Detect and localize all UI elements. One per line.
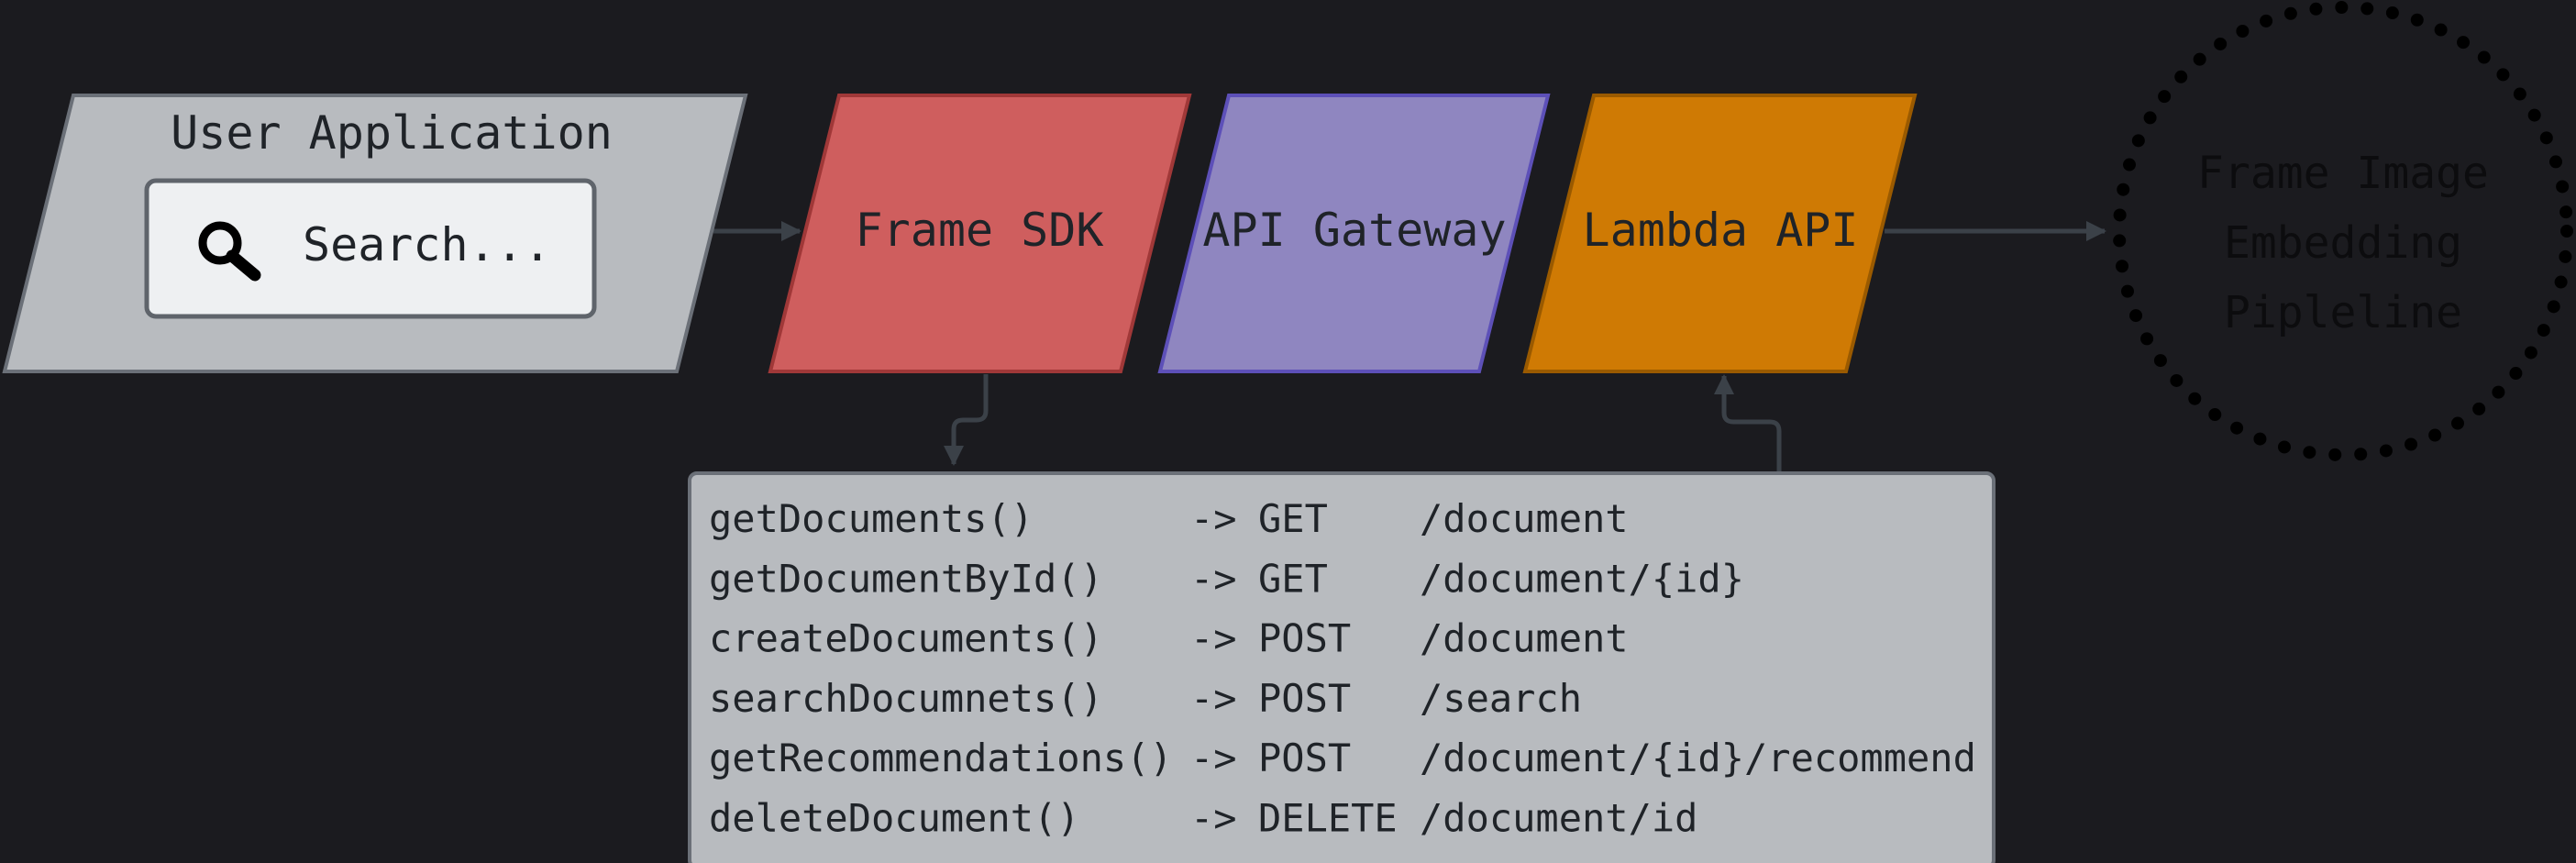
endpoint-method: DELETE <box>1258 796 1398 841</box>
endpoint-path: /search <box>1420 676 1582 721</box>
endpoint-arrow: -> <box>1190 556 1237 601</box>
endpoint-row: deleteDocument() -> DELETE/document/id <box>709 796 1697 841</box>
endpoint-method: GET <box>1258 556 1328 601</box>
endpoint-row: createDocuments() -> POST/document <box>709 616 1629 661</box>
frame-sdk-label: Frame SDK <box>856 204 1104 257</box>
endpoint-path: /document/{id}/recommend <box>1420 736 1976 780</box>
endpoint-path: /document/id <box>1420 796 1697 841</box>
endpoint-function: deleteDocument() <box>709 796 1080 841</box>
endpoint-box-frame <box>688 471 1996 863</box>
endpoint-arrow: -> <box>1190 676 1237 721</box>
frame-sdk-shape <box>768 94 1192 373</box>
endpoint-method: POST <box>1258 736 1351 780</box>
endpoint-function: searchDocumnets() <box>709 676 1103 721</box>
lambda-api-label: Lambda API <box>1582 204 1858 257</box>
frame-sdk-node: Frame SDK <box>768 94 1192 373</box>
api-gateway-label: API Gateway <box>1202 204 1506 257</box>
pipeline-dotted-circle <box>2113 1 2573 461</box>
endpoint-row: searchDocumnets() -> POST/search <box>709 676 1582 721</box>
embedding-pipeline-node: Frame Image Embedding Pipleline <box>2113 1 2573 461</box>
user-application-node: User Application Search... <box>2 94 748 373</box>
pipeline-label-line-3: Pipleline <box>2224 287 2462 338</box>
endpoint-method: GET <box>1258 496 1328 541</box>
endpoint-method: POST <box>1258 676 1351 721</box>
endpoint-mapping-box: getDocuments() -> GET/document getDocumentB… <box>688 471 1996 863</box>
endpoint-path: /document <box>1420 496 1629 541</box>
search-box-frame[interactable] <box>144 178 597 319</box>
search-box[interactable]: Search... <box>144 178 597 319</box>
endpoint-function: getRecommendations() <box>709 736 1173 780</box>
endpoint-method: POST <box>1258 616 1351 661</box>
api-gateway-node: API Gateway <box>1157 94 1551 373</box>
lambda-api-shape <box>1522 94 1918 373</box>
endpoint-path: /document/{id} <box>1420 556 1744 601</box>
lambda-api-node: Lambda API <box>1522 94 1918 373</box>
endpoint-arrow: -> <box>1190 616 1237 661</box>
endpoint-row: getRecommendations() -> POST/document/{id}… <box>709 736 1976 780</box>
endpoint-row: getDocuments() -> GET/document <box>709 496 1629 541</box>
endpoint-path: /document <box>1420 616 1629 661</box>
connector-endpoints-to-lambda <box>1714 374 1782 471</box>
endpoint-function: createDocuments() <box>709 616 1103 661</box>
search-icon <box>198 221 261 282</box>
endpoint-rows: getDocuments() -> GET/document getDocumentB… <box>709 496 1976 841</box>
pipeline-label-line-2: Embedding <box>2224 217 2462 269</box>
search-placeholder: Search... <box>303 218 551 271</box>
api-gateway-shape <box>1157 94 1551 373</box>
endpoint-function: getDocuments() <box>709 496 1034 541</box>
endpoint-arrow: -> <box>1190 496 1237 541</box>
user-application-title: User Application <box>171 106 613 160</box>
connector-frame-sdk-to-endpoints <box>944 374 989 466</box>
endpoint-arrow: -> <box>1190 796 1237 841</box>
endpoint-arrow: -> <box>1190 736 1237 780</box>
connectors <box>713 221 2106 471</box>
endpoint-row: getDocumentById() -> GET/document/{id} <box>709 556 1744 601</box>
pipeline-label-line-1: Frame Image <box>2197 148 2489 199</box>
endpoint-function: getDocumentById() <box>709 556 1103 601</box>
